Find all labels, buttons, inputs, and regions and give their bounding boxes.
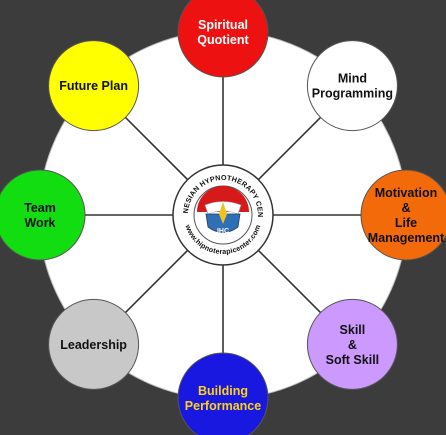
node-label-line: Leadership (60, 338, 127, 352)
node-circle-motivation-life-management (360, 169, 446, 261)
node-label-line: Spiritual (198, 18, 248, 32)
node-label-future-plan: Future Plan (59, 79, 128, 93)
node-label-line: Soft Skill (326, 353, 379, 367)
node-label-skill-soft-skill: Skill&Soft Skill (326, 323, 379, 367)
node-circle-skill-soft-skill (306, 298, 398, 390)
node-label-line: Skill (340, 323, 366, 337)
node-circle-future-plan (48, 40, 140, 132)
node-label-line: Motivation (375, 186, 438, 200)
node-label-line: Future Plan (59, 79, 128, 93)
node-label-line: Performance (185, 399, 261, 413)
node-label-line: Quotient (197, 33, 249, 47)
logo-monogram: IHC (217, 228, 229, 235)
node-skill-soft-skill: Skill&Soft Skill (306, 298, 398, 390)
node-label-line: Programming (312, 87, 393, 101)
node-label-line: Life (395, 216, 417, 230)
node-circle-mind-programming (306, 40, 398, 132)
node-label-line: & (401, 201, 410, 215)
node-label-line: Management (368, 231, 445, 245)
node-label-line: Mind (338, 72, 367, 86)
node-circle-leadership (48, 298, 140, 390)
node-leadership: Leadership (48, 298, 140, 390)
node-circle-building-performance (177, 352, 269, 435)
node-circle-team-work (0, 169, 86, 261)
node-label-line: Team (24, 201, 56, 215)
node-label-leadership: Leadership (60, 338, 127, 352)
flame-icon (219, 202, 227, 224)
node-label-line: Work (24, 216, 55, 230)
node-future-plan: Future Plan (48, 40, 140, 132)
node-circle-spiritual-quotient (177, 0, 269, 78)
node-label-line: Building (198, 384, 248, 398)
node-label-line: & (348, 338, 357, 352)
